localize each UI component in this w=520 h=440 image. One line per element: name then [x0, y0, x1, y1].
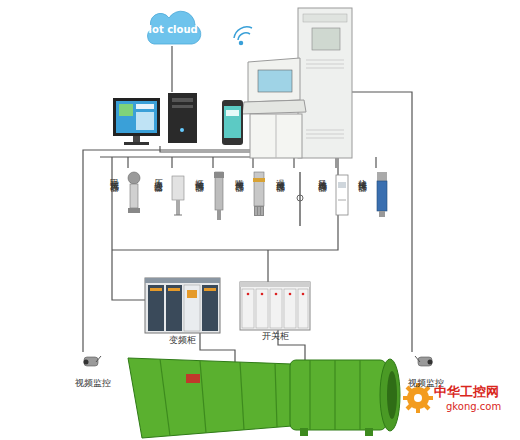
- sensor-node: 压力变送器: [154, 166, 194, 232]
- inverter-cabinet-node: 变频柜: [140, 275, 225, 349]
- sensor-label: 振动传感器: [195, 172, 204, 177]
- camera-icons: [84, 356, 433, 366]
- wiring: [83, 46, 412, 368]
- vibration-sensor: [214, 172, 224, 220]
- node-label: 视频监控: [65, 379, 120, 388]
- sensor-node: 振动传感器: [195, 166, 235, 232]
- node-label: 开关柜: [235, 332, 315, 341]
- control-console: [242, 8, 352, 158]
- sensor-label: 甲烷传感器: [110, 172, 119, 177]
- displacement-sensor: [377, 172, 387, 217]
- methane-sensor: [128, 172, 140, 213]
- sensor-node: 位移传感器: [358, 166, 398, 232]
- sensor-icons: [128, 172, 387, 226]
- computer: [113, 93, 243, 145]
- sensor-node: 风速传感器: [318, 166, 358, 232]
- inverter-cabinet: [145, 278, 220, 333]
- camera-node: 视频监控: [65, 352, 120, 392]
- node-label: Iot cloud: [142, 25, 204, 36]
- sensor-label: 压力变送器: [154, 172, 163, 177]
- sensor-label: 位移传感器: [358, 172, 367, 177]
- wifi-symbol: [234, 27, 252, 45]
- sensor-label: 风速传感器: [318, 172, 327, 177]
- sensor-node: 甲烷传感器: [110, 166, 150, 232]
- watermark-text: 中华工控网: [434, 383, 499, 401]
- sensor-node: 噪声传感器: [235, 166, 275, 232]
- cloud-node: Iot cloud: [142, 8, 204, 48]
- wind-speed-sensor: [336, 175, 348, 215]
- switch-cabinet-node: 开关柜: [235, 279, 315, 345]
- watermark-url: gkong.com: [446, 401, 501, 412]
- switch-cabinet: [240, 282, 310, 330]
- node-label: 变频柜: [140, 336, 225, 345]
- sensor-label: 噪声传感器: [235, 172, 244, 177]
- sensor-node: 温度传感器: [276, 166, 316, 232]
- pressure-transmitter: [172, 176, 184, 215]
- temperature-sensor: [297, 172, 303, 226]
- mine-fan: [128, 358, 400, 438]
- noise-sensor: [253, 172, 265, 216]
- sensor-label: 温度传感器: [276, 172, 285, 177]
